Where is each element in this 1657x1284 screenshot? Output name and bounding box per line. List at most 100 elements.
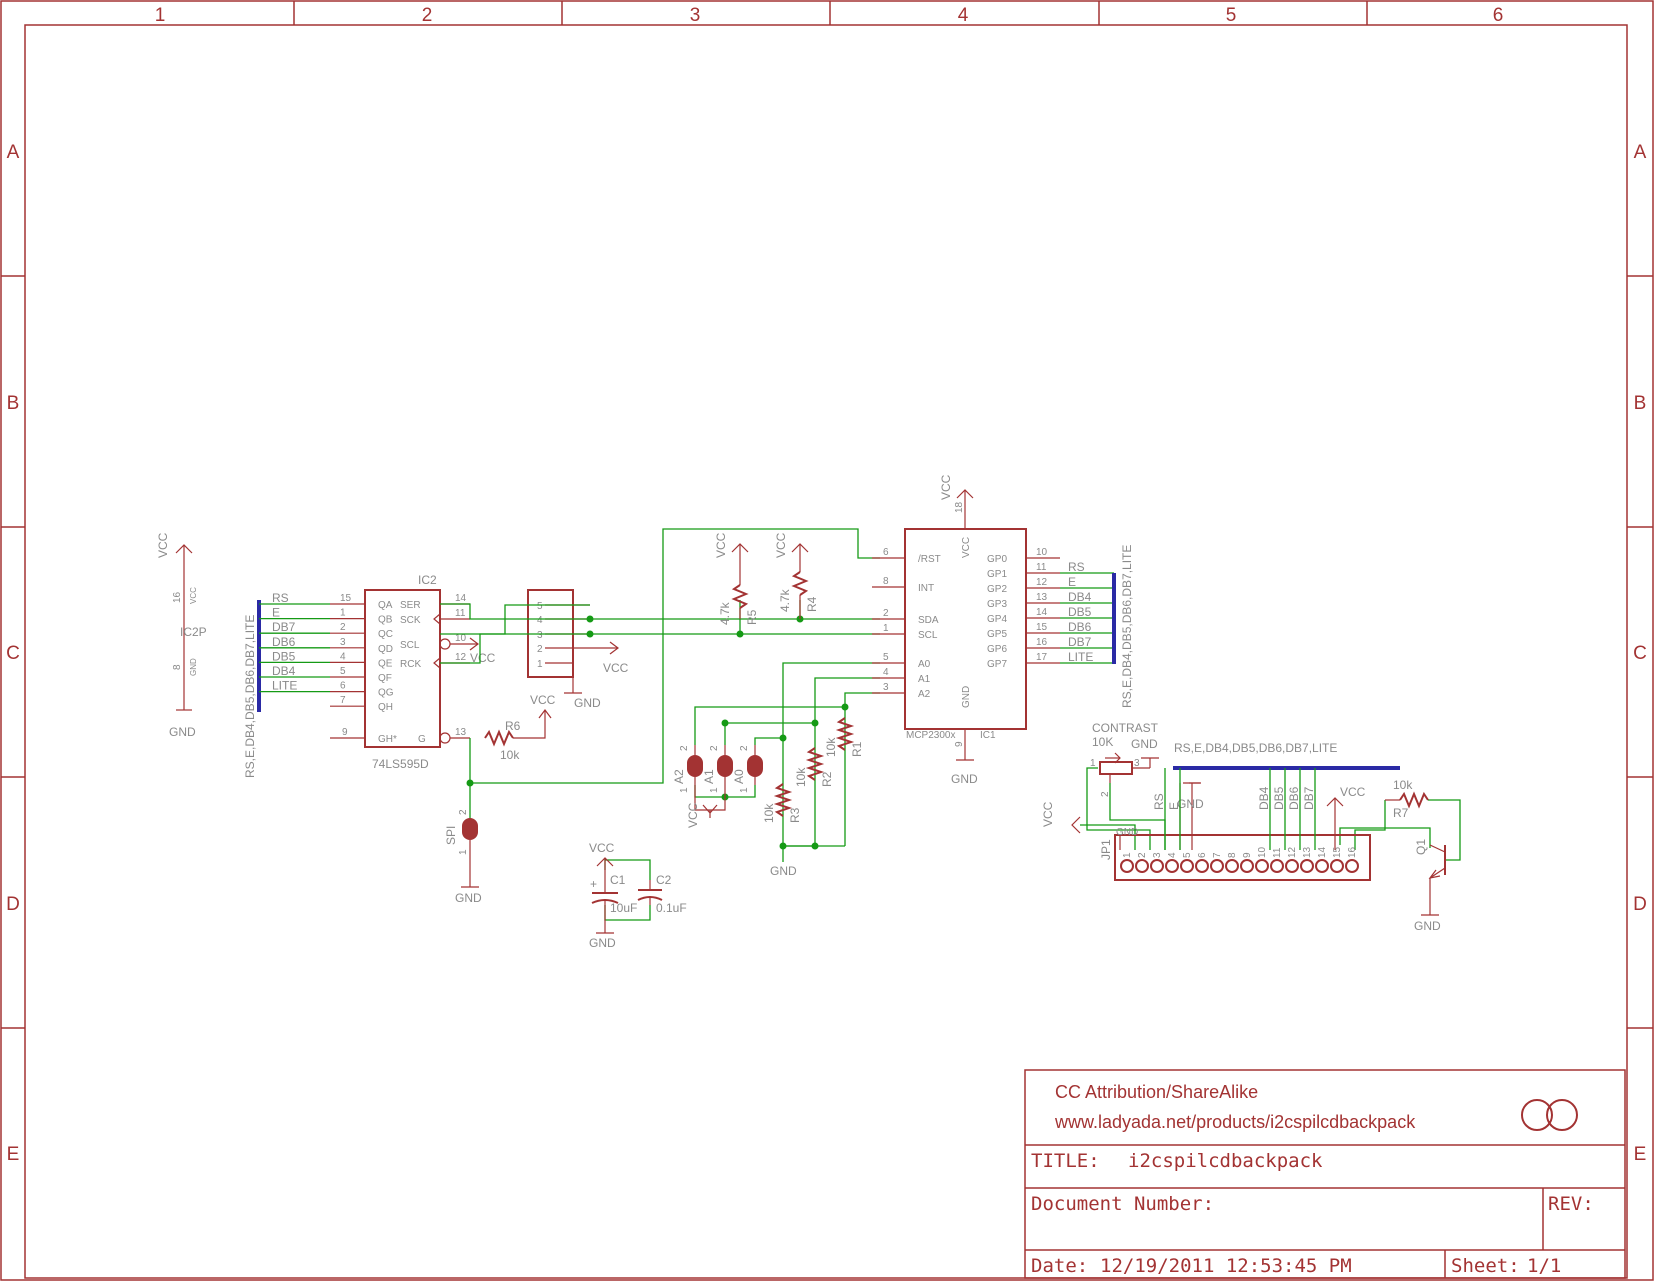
jumper-name: A2 <box>672 769 686 784</box>
row-label: D <box>1633 894 1647 915</box>
pin-number: 15 <box>1332 846 1343 858</box>
net-label: DB4 <box>272 664 296 678</box>
header-pin <box>1285 859 1299 873</box>
pin-number: 6 <box>883 547 889 558</box>
pin-number: 1 <box>709 787 720 793</box>
header-pin <box>1330 859 1344 873</box>
pin-number: 1 <box>458 849 469 855</box>
pin-number: 1 <box>1122 852 1133 858</box>
backlight-driver: 10k R7 Q1 GND <box>1385 778 1446 933</box>
r7-value: 10k <box>1393 778 1413 792</box>
decoupling-capacitors: VCC + C1 10uF C2 0.1uF GND <box>589 841 687 950</box>
gnd-label: GND <box>574 696 601 710</box>
ic2-shift-register: IC2 74LS595D <box>364 573 441 771</box>
pin-number: 5 <box>537 601 543 612</box>
bus-label: RS,E,DB4,DB5,DB6,DB7,LITE <box>1174 741 1337 755</box>
sheet-value: 1/1 <box>1527 1255 1561 1277</box>
header-pin <box>1240 859 1254 873</box>
cc-logo <box>1521 1099 1578 1131</box>
pin-number: 16 <box>172 591 183 603</box>
header-pin <box>1195 859 1209 873</box>
ic2-gh-pin: 9 GH* G 13 <box>330 727 470 745</box>
pin-name: GP5 <box>987 629 1007 640</box>
pin-number: 1 <box>679 787 690 793</box>
pin-number: 2 <box>679 745 690 751</box>
header-pin <box>1315 859 1329 873</box>
net-label: DB7 <box>1068 635 1092 649</box>
pin-number: 5 <box>340 666 346 677</box>
pin-name: QB <box>378 615 393 626</box>
pin-name: GND <box>189 658 198 676</box>
net-label: DB4 <box>1257 786 1271 810</box>
vcc-label: VCC <box>530 693 556 707</box>
pin-number: 8 <box>172 664 183 670</box>
r6-name: R6 <box>505 719 521 733</box>
resistor-value: 10k <box>794 767 808 787</box>
resistor-value: 10k <box>762 803 776 823</box>
clock-marker <box>433 657 441 669</box>
header-pin <box>1210 859 1224 873</box>
pin-name: G <box>418 734 426 745</box>
net-label: DB7 <box>1302 786 1316 810</box>
pin-number: 6 <box>1197 852 1208 858</box>
bus-label: RS,E,DB4,DB5,DB6,DB7,LITE <box>1120 545 1134 708</box>
pin-name: /RST <box>918 554 941 565</box>
pin-number: 5 <box>1182 852 1193 858</box>
pin-name: RCK <box>400 659 421 670</box>
url-text: www.ladyada.net/products/i2cspilcdbackpa… <box>1054 1112 1416 1132</box>
plus-sign: + <box>590 877 597 891</box>
pin-number: 6 <box>340 681 346 692</box>
pin-name: SER <box>400 600 421 611</box>
pin-number: 18 <box>954 501 965 513</box>
net-label: E <box>272 606 280 620</box>
vcc-label: VCC <box>686 802 700 828</box>
header-pin <box>1135 859 1149 873</box>
resistor-name: R2 <box>820 771 834 787</box>
row-label: C <box>6 643 20 664</box>
header-pin <box>1270 859 1284 873</box>
pin-number: 11 <box>1272 847 1283 858</box>
pin-number: 3 <box>883 682 889 693</box>
pin-name: SDA <box>918 615 939 626</box>
row-label: B <box>7 393 20 414</box>
resistor-body <box>805 747 825 781</box>
column-label: 5 <box>1226 5 1237 26</box>
pin-name: A0 <box>918 659 931 670</box>
wires <box>440 528 1461 921</box>
vcc-label: VCC <box>774 532 788 558</box>
r5-value: 4.7k <box>718 601 732 625</box>
ic1-part: MCP2300x <box>906 730 955 741</box>
vcc-label: VCC <box>589 841 615 855</box>
pin-number: 8 <box>1227 852 1238 858</box>
clock-marker <box>433 613 441 625</box>
pin-number: 2 <box>709 745 720 751</box>
net-label: DB5 <box>272 649 296 663</box>
pin-number: 10 <box>1036 547 1048 558</box>
pin-number: 12 <box>1287 846 1298 858</box>
pin-number: 17 <box>1036 652 1048 663</box>
vcc-label: VCC <box>470 651 496 665</box>
pin-number: 4 <box>883 667 889 678</box>
pin-number: 1 <box>340 608 346 619</box>
pin-number: 13 <box>1036 592 1048 603</box>
column-label: 1 <box>155 5 166 26</box>
header-pin <box>1300 859 1314 873</box>
header-pin <box>1255 859 1269 873</box>
i2c-pullups: VCC VCC 4.7k R5 4.7k R4 <box>714 532 819 625</box>
pin-number: 13 <box>1302 846 1313 858</box>
resistor-body <box>835 717 855 751</box>
pin-number: 9 <box>1242 852 1253 858</box>
ic1-io-expander: VCC 18 VCC 9 GND GND MCP2300x IC1 <box>904 474 1027 786</box>
pin-name: SCK <box>400 615 421 626</box>
gnd-label: GND <box>1177 797 1204 811</box>
pin-number: 13 <box>455 727 467 738</box>
pin-number: 8 <box>883 576 889 587</box>
pin-name: GP1 <box>987 569 1007 580</box>
gnd-label: GND <box>169 725 196 739</box>
r5-name: R5 <box>745 609 759 625</box>
pin-number: 9 <box>954 741 965 747</box>
